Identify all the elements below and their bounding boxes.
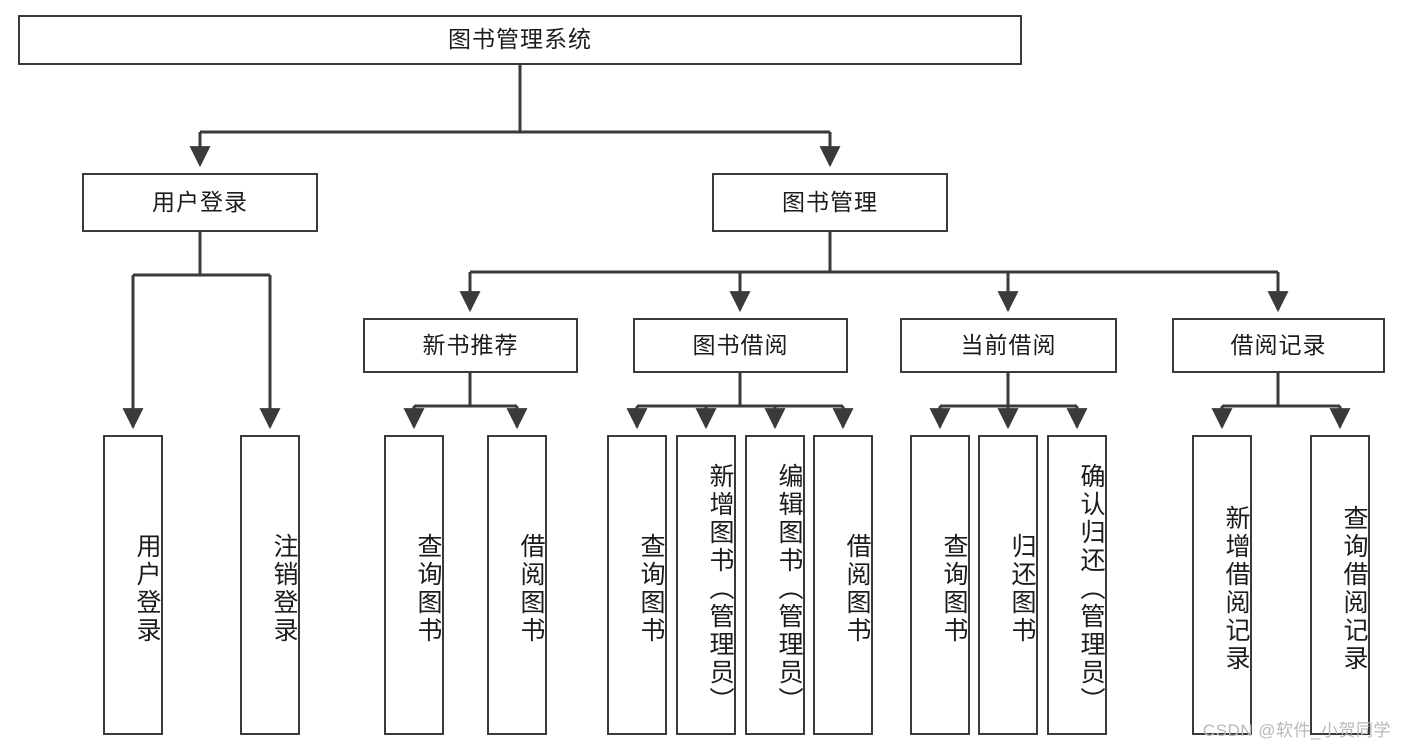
node-label: 新增图书（管理员） [706, 463, 734, 715]
leaf-return-book[interactable]: 归还图书 [978, 435, 1038, 735]
node-label: 查询图书 [637, 533, 665, 645]
node-borrow-record[interactable]: 借阅记录 [1172, 318, 1385, 373]
node-label: 当前借阅 [960, 331, 1057, 358]
node-new-book-recommend[interactable]: 新书推荐 [363, 318, 578, 373]
leaf-query-book-recommend[interactable]: 查询图书 [384, 435, 444, 735]
node-label: 用户登录 [133, 533, 161, 645]
node-label: 查询图书 [940, 533, 968, 645]
leaf-user-login[interactable]: 用户登录 [103, 435, 163, 735]
node-label: 新书推荐 [422, 331, 519, 358]
node-label: 借阅记录 [1230, 331, 1327, 358]
leaf-query-book-current[interactable]: 查询图书 [910, 435, 970, 735]
leaf-edit-book-admin[interactable]: 编辑图书（管理员） [745, 435, 805, 735]
node-label: 编辑图书（管理员） [775, 463, 803, 715]
node-label: 新增借阅记录 [1222, 505, 1250, 673]
node-user-login[interactable]: 用户登录 [82, 173, 318, 232]
leaf-borrow-book-recommend[interactable]: 借阅图书 [487, 435, 547, 735]
node-root-system[interactable]: 图书管理系统 [18, 15, 1022, 65]
node-label: 查询借阅记录 [1340, 505, 1368, 673]
node-book-management[interactable]: 图书管理 [712, 173, 948, 232]
leaf-query-book-borrow[interactable]: 查询图书 [607, 435, 667, 735]
leaf-confirm-return-admin[interactable]: 确认归还（管理员） [1047, 435, 1107, 735]
node-label: 图书管理 [782, 188, 878, 215]
leaf-user-logout[interactable]: 注销登录 [240, 435, 300, 735]
node-label: 确认归还（管理员） [1077, 463, 1105, 715]
leaf-borrow-book[interactable]: 借阅图书 [813, 435, 873, 735]
node-label: 图书管理系统 [448, 26, 592, 53]
watermark-text: CSDN @软件_小贺同学 [1202, 721, 1391, 740]
node-label: 用户登录 [152, 188, 248, 215]
node-label: 借阅图书 [843, 533, 871, 645]
node-label: 借阅图书 [517, 533, 545, 645]
node-label: 归还图书 [1008, 533, 1036, 645]
node-label: 查询图书 [414, 533, 442, 645]
node-label: 图书借阅 [692, 331, 789, 358]
leaf-add-book-admin[interactable]: 新增图书（管理员） [676, 435, 736, 735]
leaf-query-borrow-record[interactable]: 查询借阅记录 [1310, 435, 1370, 735]
leaf-add-borrow-record[interactable]: 新增借阅记录 [1192, 435, 1252, 735]
node-book-borrow[interactable]: 图书借阅 [633, 318, 848, 373]
node-current-borrow[interactable]: 当前借阅 [900, 318, 1117, 373]
node-label: 注销登录 [270, 533, 298, 645]
